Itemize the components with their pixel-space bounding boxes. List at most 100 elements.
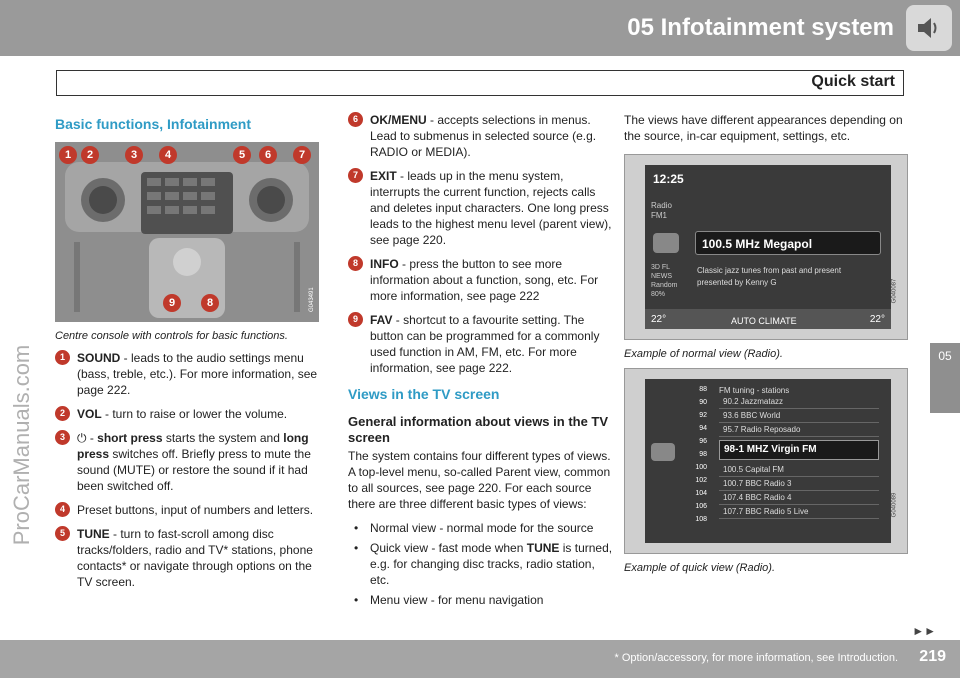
scale-label: 92 [699, 412, 707, 419]
rds-text-1: Classic jazz tunes from past and present [697, 266, 842, 275]
watermark-text: ProCarManuals.com [9, 344, 34, 546]
item-text: - press the button to see more informati… [370, 257, 599, 303]
scale-label: 100 [695, 464, 707, 471]
item-number: 4 [55, 502, 70, 517]
bullet-text: Normal view - normal mode for the source [370, 521, 594, 535]
callout-6: 6 [259, 146, 277, 164]
station-row[interactable]: 100.5 Capital FM [719, 463, 879, 477]
item-number: 2 [55, 406, 70, 421]
quick-view-display: FM tuning - stations 88 90 92 94 96 98 1… [645, 379, 891, 543]
item-text: - turn to raise or lower the volume. [101, 407, 288, 421]
list-item: 5 TUNE - turn to fast-scroll among disc … [55, 526, 319, 590]
item-number: 7 [348, 168, 363, 183]
page-number: 219 [919, 648, 946, 665]
station-row[interactable]: 95.7 Radio Reposado [719, 423, 879, 437]
list-item: 7 EXIT - leads up in the menu system, in… [348, 168, 616, 248]
temp-right: 22° [869, 314, 885, 325]
item-number: 3 [55, 430, 70, 445]
callout-2: 2 [81, 146, 99, 164]
list-item: 6 OK/MENU - accepts selections in menus.… [348, 112, 616, 160]
quick-view-caption: Example of quick view (Radio). [624, 562, 776, 574]
item-text: starts the system and [162, 431, 284, 445]
item-text: - leads up in the menu system, interrupt… [370, 169, 612, 247]
station-row[interactable]: 100.7 BBC Radio 3 [719, 477, 879, 491]
bullet-text: Quick view - fast mode when [370, 541, 527, 555]
column-controls-views: 6 OK/MENU - accepts selections in menus.… [348, 112, 616, 612]
chapter-title: 05 Infotainment system [627, 14, 894, 41]
normal-view-display: 12:25 Radio FM1 3D FL NEWS Random 80% 10… [645, 165, 891, 329]
callout-1: 1 [59, 146, 77, 164]
item-text: - leads to the audio settings menu (bass… [77, 351, 318, 397]
console-illustration: G043491 [55, 142, 319, 322]
climate-bar: 22° AUTO CLIMATE 22° [645, 309, 891, 329]
bullet-item: Normal view - normal mode for the source [348, 520, 616, 536]
views-intro: The views have different appearances dep… [624, 113, 903, 143]
rds-text-2: presented by Kenny G [697, 278, 777, 287]
bullet-key: TUNE [526, 541, 560, 555]
normal-view-caption: Example of normal view (Radio). [624, 348, 783, 360]
temp-left: 22° [651, 314, 667, 325]
watermark: ProCarManuals.com [6, 225, 38, 665]
item-text: - shortcut to a favourite setting. The b… [370, 313, 600, 375]
tuning-header: FM tuning - stations [719, 386, 790, 395]
scale-label: 90 [699, 399, 707, 406]
callout-5: 5 [233, 146, 251, 164]
item-number: 9 [348, 312, 363, 327]
station-box: 100.5 MHz Megapol [695, 231, 881, 255]
radio-icon [653, 233, 679, 253]
station-row[interactable]: 93.6 BBC World [719, 409, 879, 423]
station-row-selected[interactable]: 98-1 MHZ Virgin FM [719, 440, 879, 460]
item-number: 8 [348, 256, 363, 271]
callout-4: 4 [159, 146, 177, 164]
station-row[interactable]: 107.4 BBC Radio 4 [719, 491, 879, 505]
station-list: 90.2 Jazzmatazz 93.6 BBC World 95.7 Radi… [719, 395, 879, 519]
station-row[interactable]: 107.7 BBC Radio 5 Live [719, 505, 879, 519]
item-key: TUNE [77, 527, 110, 541]
photo-caption: Centre console with controls for basic f… [55, 330, 288, 342]
chapter-tab-label: 05 [938, 349, 952, 363]
bullet-text: Menu view - for menu navigation [370, 593, 544, 607]
item-text: Preset buttons, input of numbers and let… [77, 503, 314, 517]
section-title: Quick start [811, 73, 895, 90]
page-header: 05 Infotainment system [0, 0, 960, 56]
column-screen-examples: The views have different appearances dep… [624, 112, 908, 582]
item-text: - turn to fast-scroll among disc tracks/… [77, 527, 313, 589]
list-item: 1 SOUND - leads to the audio settings me… [55, 350, 319, 398]
callout-8: 8 [201, 294, 219, 312]
climate-label: AUTO CLIMATE [731, 316, 797, 326]
station-row[interactable]: 90.2 Jazzmatazz [719, 395, 879, 409]
bullet-text-2: is turned, e.g. for changing disc tracks… [370, 541, 613, 587]
section-bar: Quick start [56, 70, 904, 96]
side-info: 3D FL NEWS Random 80% [651, 264, 678, 298]
item-key: SOUND [77, 351, 121, 365]
scale-label: 104 [695, 490, 707, 497]
radio-icon [651, 443, 675, 461]
chapter-tab[interactable]: 05 [930, 343, 960, 413]
item-key: EXIT [370, 169, 397, 183]
item-key: FAV [370, 313, 393, 327]
list-item: 4 Preset buttons, input of numbers and l… [55, 502, 319, 518]
item-key-2: long press [77, 431, 309, 461]
scale-label: 98 [699, 451, 707, 458]
list-item: 3 ⏻ - short press starts the system and … [55, 430, 319, 494]
figure-code: G040089 [891, 492, 898, 518]
footnote: * Option/accessory, for more information… [614, 652, 898, 664]
item-text-2: switches off. Briefly press to mute the … [77, 447, 311, 493]
page-footer: * Option/accessory, for more information… [0, 640, 960, 678]
column-basic-functions: Basic functions, Infotainment G043491 1 … [55, 112, 319, 598]
item-number: 6 [348, 112, 363, 127]
list-item: 9 FAV - shortcut to a favourite setting.… [348, 312, 616, 376]
scale-label: 96 [699, 438, 707, 445]
normal-view-screenshot: 12:25 Radio FM1 3D FL NEWS Random 80% 10… [624, 154, 908, 340]
power-icon: ⏻ - [77, 431, 98, 445]
clock: 12:25 [653, 172, 684, 186]
figure-code: G040087 [891, 278, 898, 304]
scale-label: 108 [695, 516, 707, 523]
scale-label: 94 [699, 425, 707, 432]
views-heading: Views in the TV screen [348, 386, 500, 402]
callout-9: 9 [163, 294, 181, 312]
list-item: 2 VOL - turn to raise or lower the volum… [55, 406, 319, 422]
station-name: 100.5 MHz Megapol [702, 237, 813, 251]
item-key: OK/MENU [370, 113, 427, 127]
next-page-arrows[interactable]: ►► [912, 624, 936, 638]
